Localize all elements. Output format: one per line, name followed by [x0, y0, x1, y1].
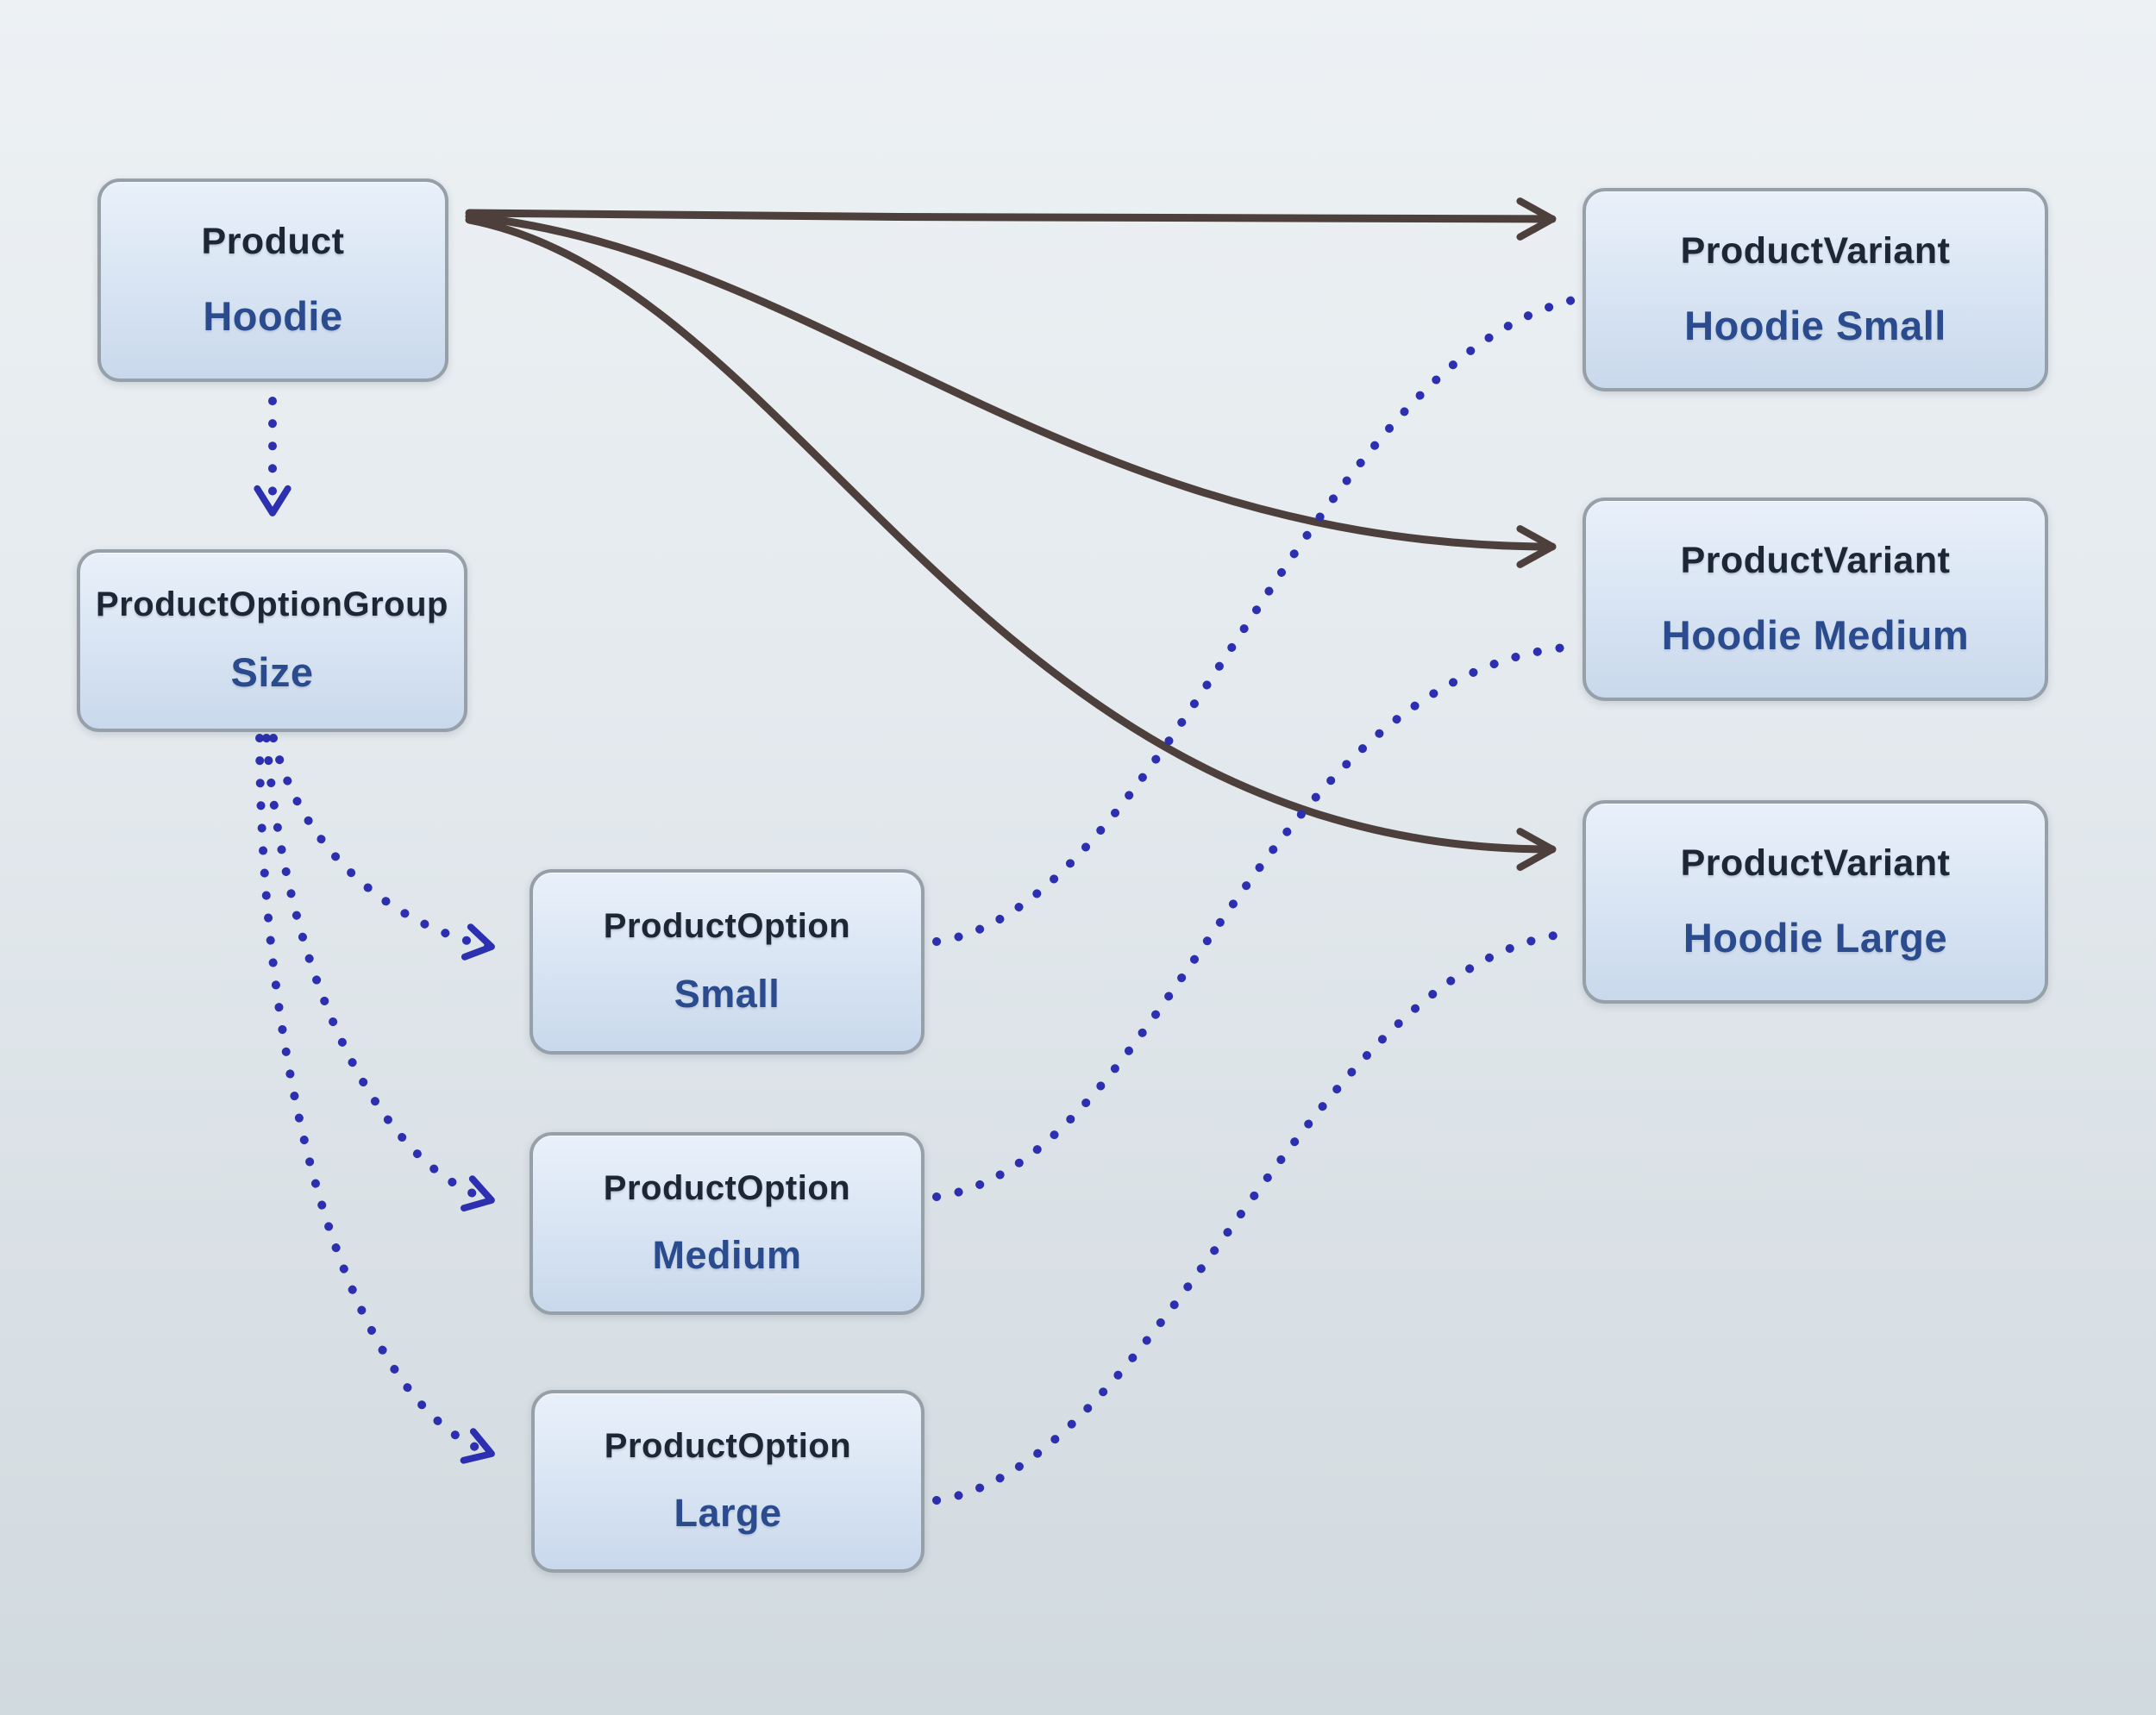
node-variant-large: ProductVariant Hoodie Large	[1583, 800, 2048, 1004]
edge-option-small-to-variant-small	[932, 296, 1577, 946]
edge-product-to-variant-small	[465, 197, 1557, 241]
node-variant-small: ProductVariant Hoodie Small	[1583, 188, 2048, 391]
edge-product-to-variant-medium	[465, 212, 1557, 568]
node-product-title: Product	[201, 220, 345, 262]
node-option-group: ProductOptionGroup Size	[77, 549, 467, 732]
node-product-value: Hoodie	[203, 293, 343, 340]
node-option-group-title: ProductOptionGroup	[96, 585, 448, 623]
node-option-large: ProductOption Large	[531, 1390, 924, 1573]
node-option-group-value: Size	[230, 649, 314, 695]
node-option-medium: ProductOption Medium	[530, 1132, 924, 1315]
node-option-small: ProductOption Small	[530, 869, 924, 1055]
edge-option-medium-to-variant-medium	[932, 642, 1577, 1201]
node-option-small-value: Small	[674, 972, 780, 1016]
node-option-small-title: ProductOption	[603, 907, 851, 945]
edge-optiongroup-to-option-large	[255, 734, 496, 1464]
node-variant-medium-value: Hoodie Medium	[1661, 612, 1970, 659]
edge-optiongroup-to-option-medium	[262, 734, 496, 1211]
node-variant-large-value: Hoodie Large	[1683, 915, 1948, 961]
node-product: Product Hoodie	[97, 178, 448, 382]
node-option-medium-value: Medium	[652, 1233, 802, 1277]
node-option-large-title: ProductOption	[604, 1427, 852, 1465]
node-variant-small-value: Hoodie Small	[1684, 303, 1946, 349]
node-variant-small-title: ProductVariant	[1680, 229, 1951, 272]
node-variant-medium: ProductVariant Hoodie Medium	[1583, 498, 2048, 701]
node-option-large-value: Large	[674, 1491, 782, 1535]
node-variant-medium-title: ProductVariant	[1680, 539, 1951, 581]
edge-optiongroup-to-option-small	[269, 734, 496, 961]
node-option-medium-title: ProductOption	[603, 1169, 851, 1207]
edge-option-large-to-variant-large	[932, 929, 1577, 1505]
node-variant-large-title: ProductVariant	[1680, 842, 1951, 884]
edge-product-to-variant-large	[465, 216, 1557, 871]
